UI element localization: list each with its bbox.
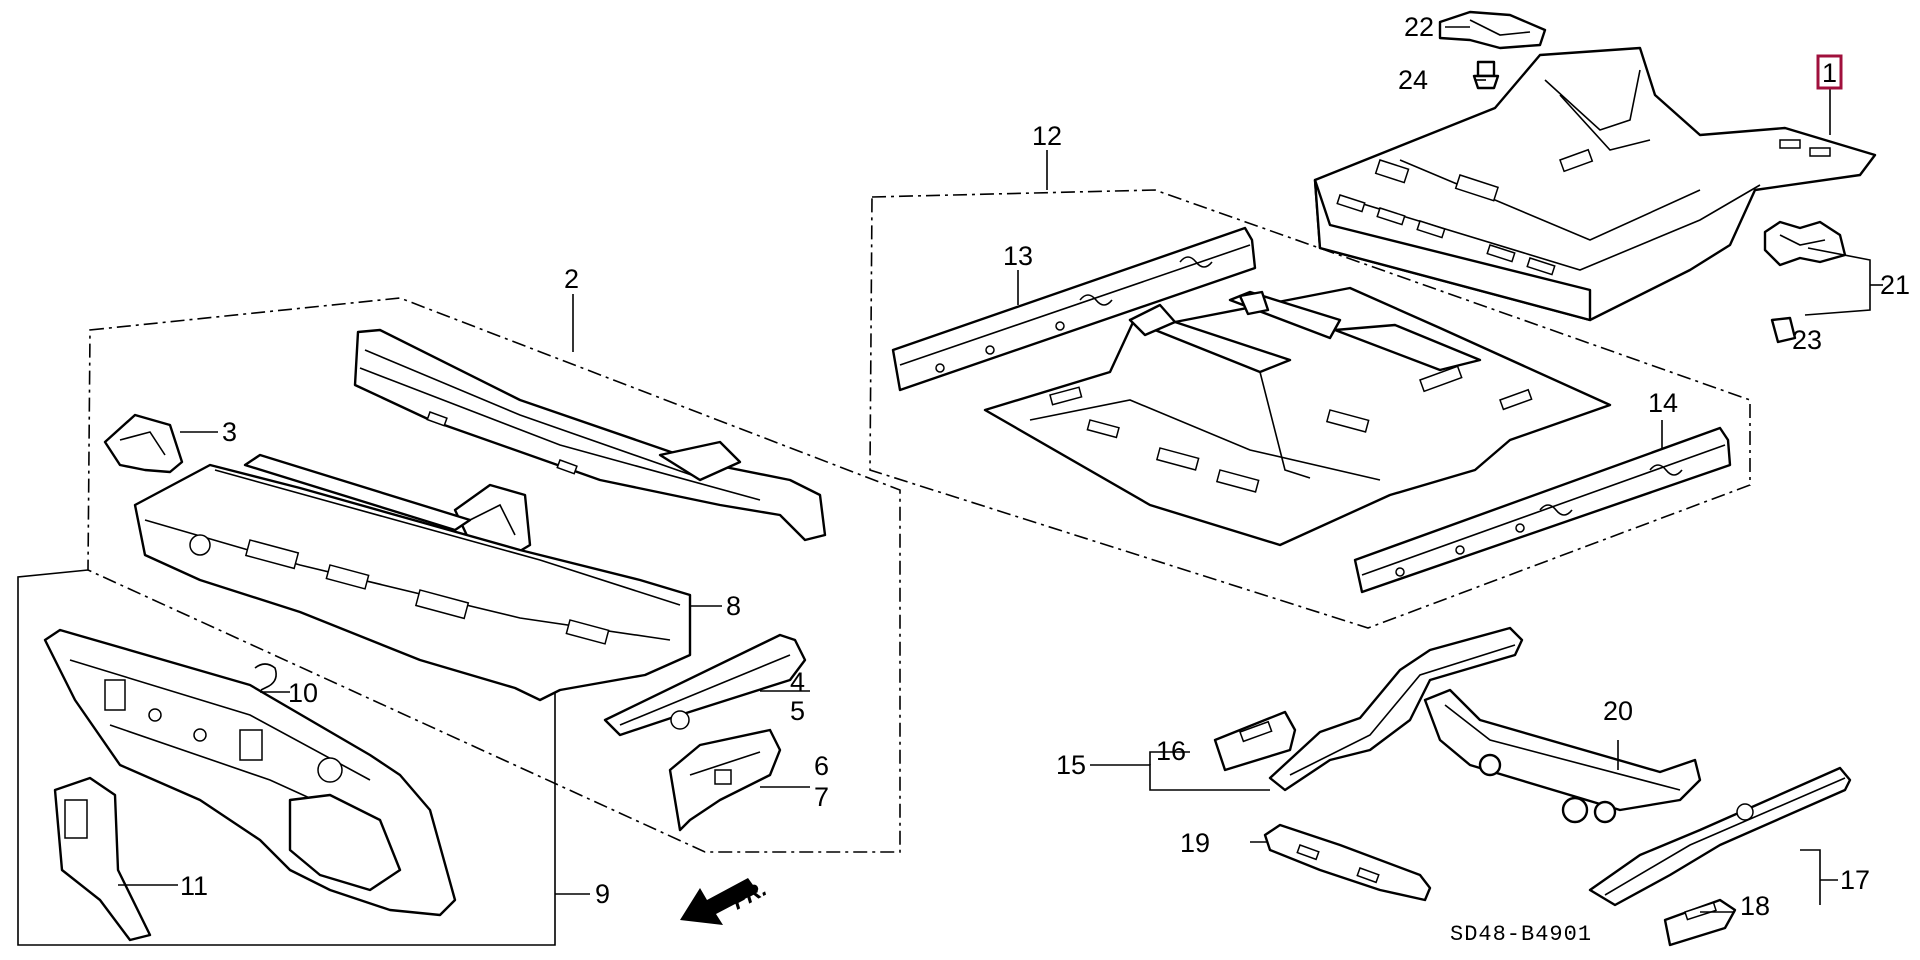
dashboard-upper-part (133, 453, 692, 702)
bracket-part-21 (1763, 220, 1847, 267)
callout-13[interactable]: 13 (1003, 241, 1033, 271)
front-floor-part (983, 286, 1612, 547)
front-direction-arrow: FR. (680, 876, 771, 925)
dashboard-lower-part (43, 628, 457, 917)
callout-12[interactable]: 12 (1032, 121, 1062, 151)
bracket-part-6-7 (668, 728, 782, 832)
callout-8[interactable]: 8 (726, 591, 741, 621)
callout-7[interactable]: 7 (814, 782, 829, 812)
callout-18[interactable]: 18 (1740, 891, 1770, 921)
callout-16[interactable]: 16 (1156, 736, 1186, 766)
clip-part-23 (1770, 316, 1797, 344)
callout-19[interactable]: 19 (1180, 828, 1210, 858)
callout-22[interactable]: 22 (1404, 12, 1434, 42)
cowl-top-part (353, 328, 827, 542)
callout-labels: 1 2 3 4 5 6 7 8 9 10 11 12 13 14 15 16 1… (180, 12, 1910, 921)
sill-rail-part-14 (1353, 426, 1732, 594)
callout-15[interactable]: 15 (1056, 750, 1086, 780)
frame-rail-part-15 (1268, 626, 1524, 792)
callout-9[interactable]: 9 (595, 879, 610, 909)
callout-20[interactable]: 20 (1603, 696, 1633, 726)
callout-24[interactable]: 24 (1398, 65, 1428, 95)
group-12-boundary (869, 189, 1751, 629)
group-9-boundary (17, 569, 556, 946)
bracket-part-4-5 (603, 633, 807, 737)
bracket-part-22 (1438, 10, 1547, 50)
diagram-code: SD48-B4901 (1450, 922, 1592, 947)
callout-5[interactable]: 5 (790, 696, 805, 726)
bracket-part-16 (1213, 710, 1297, 772)
bolt-part-24 (1472, 60, 1500, 90)
highlight-box (1816, 54, 1843, 90)
sill-rail-part-13 (891, 226, 1257, 392)
clip-part-10 (254, 663, 277, 691)
leader-lines (118, 26, 1883, 913)
rear-floor-part (1313, 46, 1877, 322)
callout-23[interactable]: 23 (1792, 325, 1822, 355)
callout-11[interactable]: 11 (180, 871, 208, 901)
callout-3[interactable]: 3 (222, 417, 237, 447)
callout-2[interactable]: 2 (564, 264, 579, 294)
rail-part-19 (1263, 823, 1432, 902)
bracket-part-3 (103, 413, 184, 474)
callout-10[interactable]: 10 (288, 678, 318, 708)
frame-rail-part-17 (1588, 766, 1852, 907)
callout-4[interactable]: 4 (790, 667, 805, 697)
arrow-icon (680, 878, 758, 925)
callout-21[interactable]: 21 (1880, 270, 1910, 300)
bracket-part-11 (53, 776, 152, 942)
callout-17[interactable]: 17 (1840, 865, 1870, 895)
bracket-part-18 (1663, 898, 1737, 947)
callout-6[interactable]: 6 (814, 751, 829, 781)
rear-frame-part-20 (1423, 688, 1702, 824)
callout-1[interactable]: 1 (1822, 58, 1837, 88)
callout-14[interactable]: 14 (1648, 388, 1678, 418)
direction-label: FR. (728, 876, 771, 915)
